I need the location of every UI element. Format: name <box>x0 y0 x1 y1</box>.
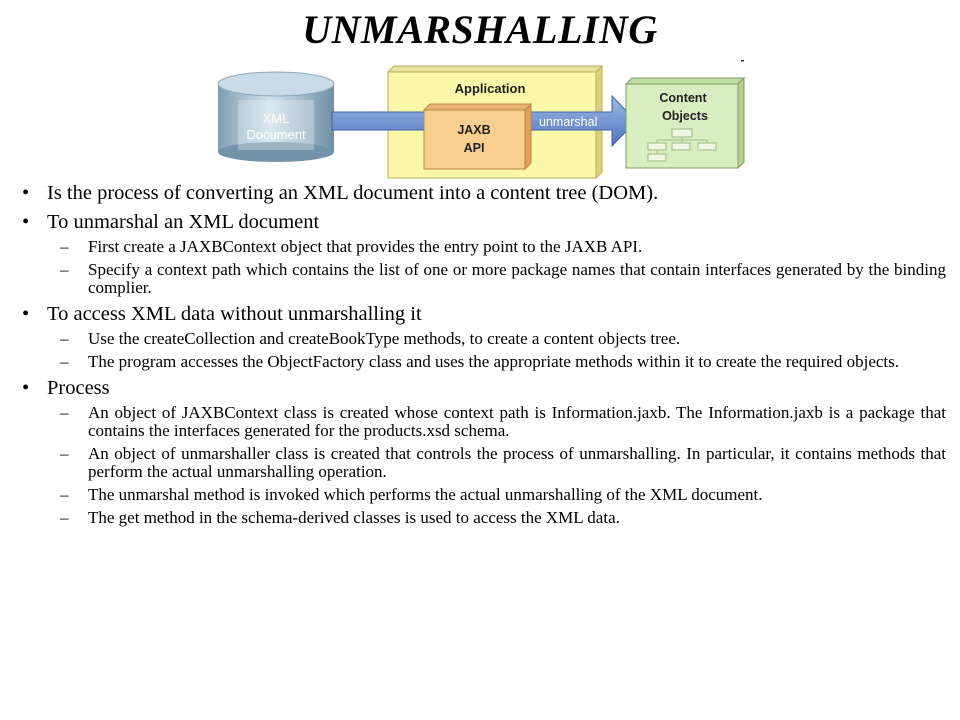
sub-bullet-item: First create a JAXBContext object that p… <box>20 238 946 257</box>
small-mark <box>741 60 744 62</box>
unmarshal-diagram: XML Document Application unmarshal JAXB … <box>217 60 746 180</box>
bullet-item: To unmarshal an XML document <box>20 210 946 234</box>
sub-bullet-item: The unmarshal method is invoked which pe… <box>20 486 946 505</box>
sub-bullet-item: Use the createCollection and createBookT… <box>20 330 946 349</box>
sub-bullet-item: Specify a context path which contains th… <box>20 261 946 297</box>
content-objects-label-line1: Content <box>659 91 707 105</box>
xml-document-cylinder: XML Document <box>217 71 335 162</box>
application-label: Application <box>455 81 526 96</box>
bullet-list: Is the process of converting an XML docu… <box>20 176 946 527</box>
bullet-item: Is the process of converting an XML docu… <box>20 181 946 205</box>
jaxb-api-label-line1: JAXB <box>457 123 490 137</box>
jaxb-api-label-line2: API <box>464 141 485 155</box>
content-objects-box: Content Objects <box>624 76 746 170</box>
content-objects-label-line2: Objects <box>662 109 708 123</box>
xml-document-label-line2: Document <box>246 127 306 142</box>
bullet-item: Process <box>20 376 946 400</box>
xml-document-label-line1: XML <box>263 111 290 126</box>
sub-bullet-item: An object of unmarshaller class is creat… <box>20 445 946 481</box>
sub-bullet-item: An object of JAXBContext class is create… <box>20 404 946 440</box>
jaxb-api-box: JAXB API <box>422 102 533 171</box>
slide-title: UNMARSHALLING <box>302 7 658 52</box>
unmarshal-arrow-label: unmarshal <box>539 115 597 129</box>
sub-bullet-item: The program accesses the ObjectFactory c… <box>20 353 946 372</box>
sub-bullet-item: The get method in the schema-derived cla… <box>20 509 946 528</box>
bullet-item: To access XML data without unmarshalling… <box>20 302 946 326</box>
content-tree-icon <box>647 128 717 162</box>
